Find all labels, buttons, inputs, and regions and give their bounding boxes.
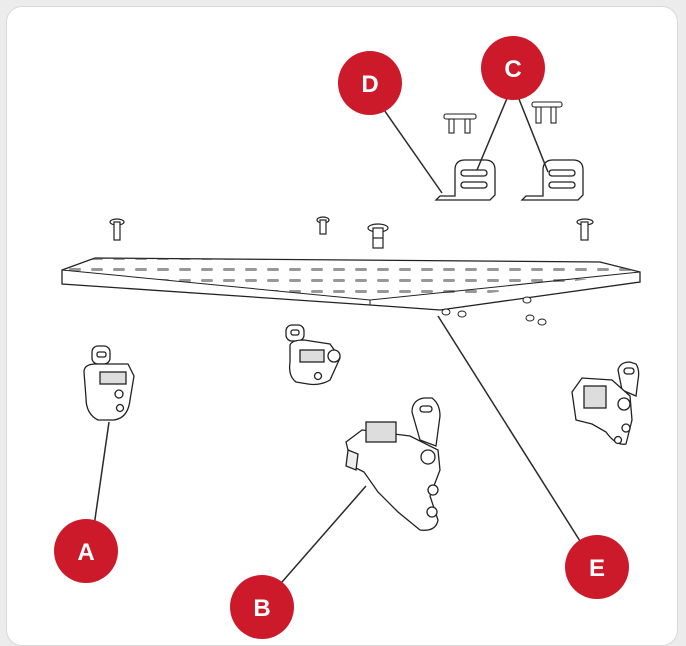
callout-a: A <box>54 519 118 583</box>
callout-c: C <box>481 36 545 100</box>
leader-line-b <box>267 485 367 599</box>
callout-d-label: D <box>361 71 378 98</box>
callout-b: B <box>230 575 294 639</box>
bracket-d <box>434 159 496 201</box>
plate-nuts <box>441 296 547 326</box>
clamp-right <box>571 361 640 445</box>
bracket-c <box>520 159 584 201</box>
callout-d: D <box>338 51 402 115</box>
diagram-frame <box>6 6 678 646</box>
bolt-3 <box>367 223 389 249</box>
mounting-plate <box>61 257 641 311</box>
callout-b-label: B <box>253 595 270 622</box>
bolt-1 <box>109 218 125 241</box>
bracket-screws <box>443 101 563 134</box>
clamp-top-middle <box>285 324 341 386</box>
leader-lines <box>91 83 593 599</box>
clamp-a <box>83 345 135 421</box>
leader-line-e <box>437 315 593 561</box>
callout-e-label: E <box>589 555 605 582</box>
callout-c-label: C <box>504 56 521 83</box>
bolt-4 <box>576 218 594 241</box>
leader-line-d <box>374 96 443 194</box>
callout-a-label: A <box>77 539 94 566</box>
plate-bolts <box>109 216 594 249</box>
bolt-2 <box>316 216 330 235</box>
clamp-b <box>345 397 441 531</box>
callout-e: E <box>565 535 629 599</box>
